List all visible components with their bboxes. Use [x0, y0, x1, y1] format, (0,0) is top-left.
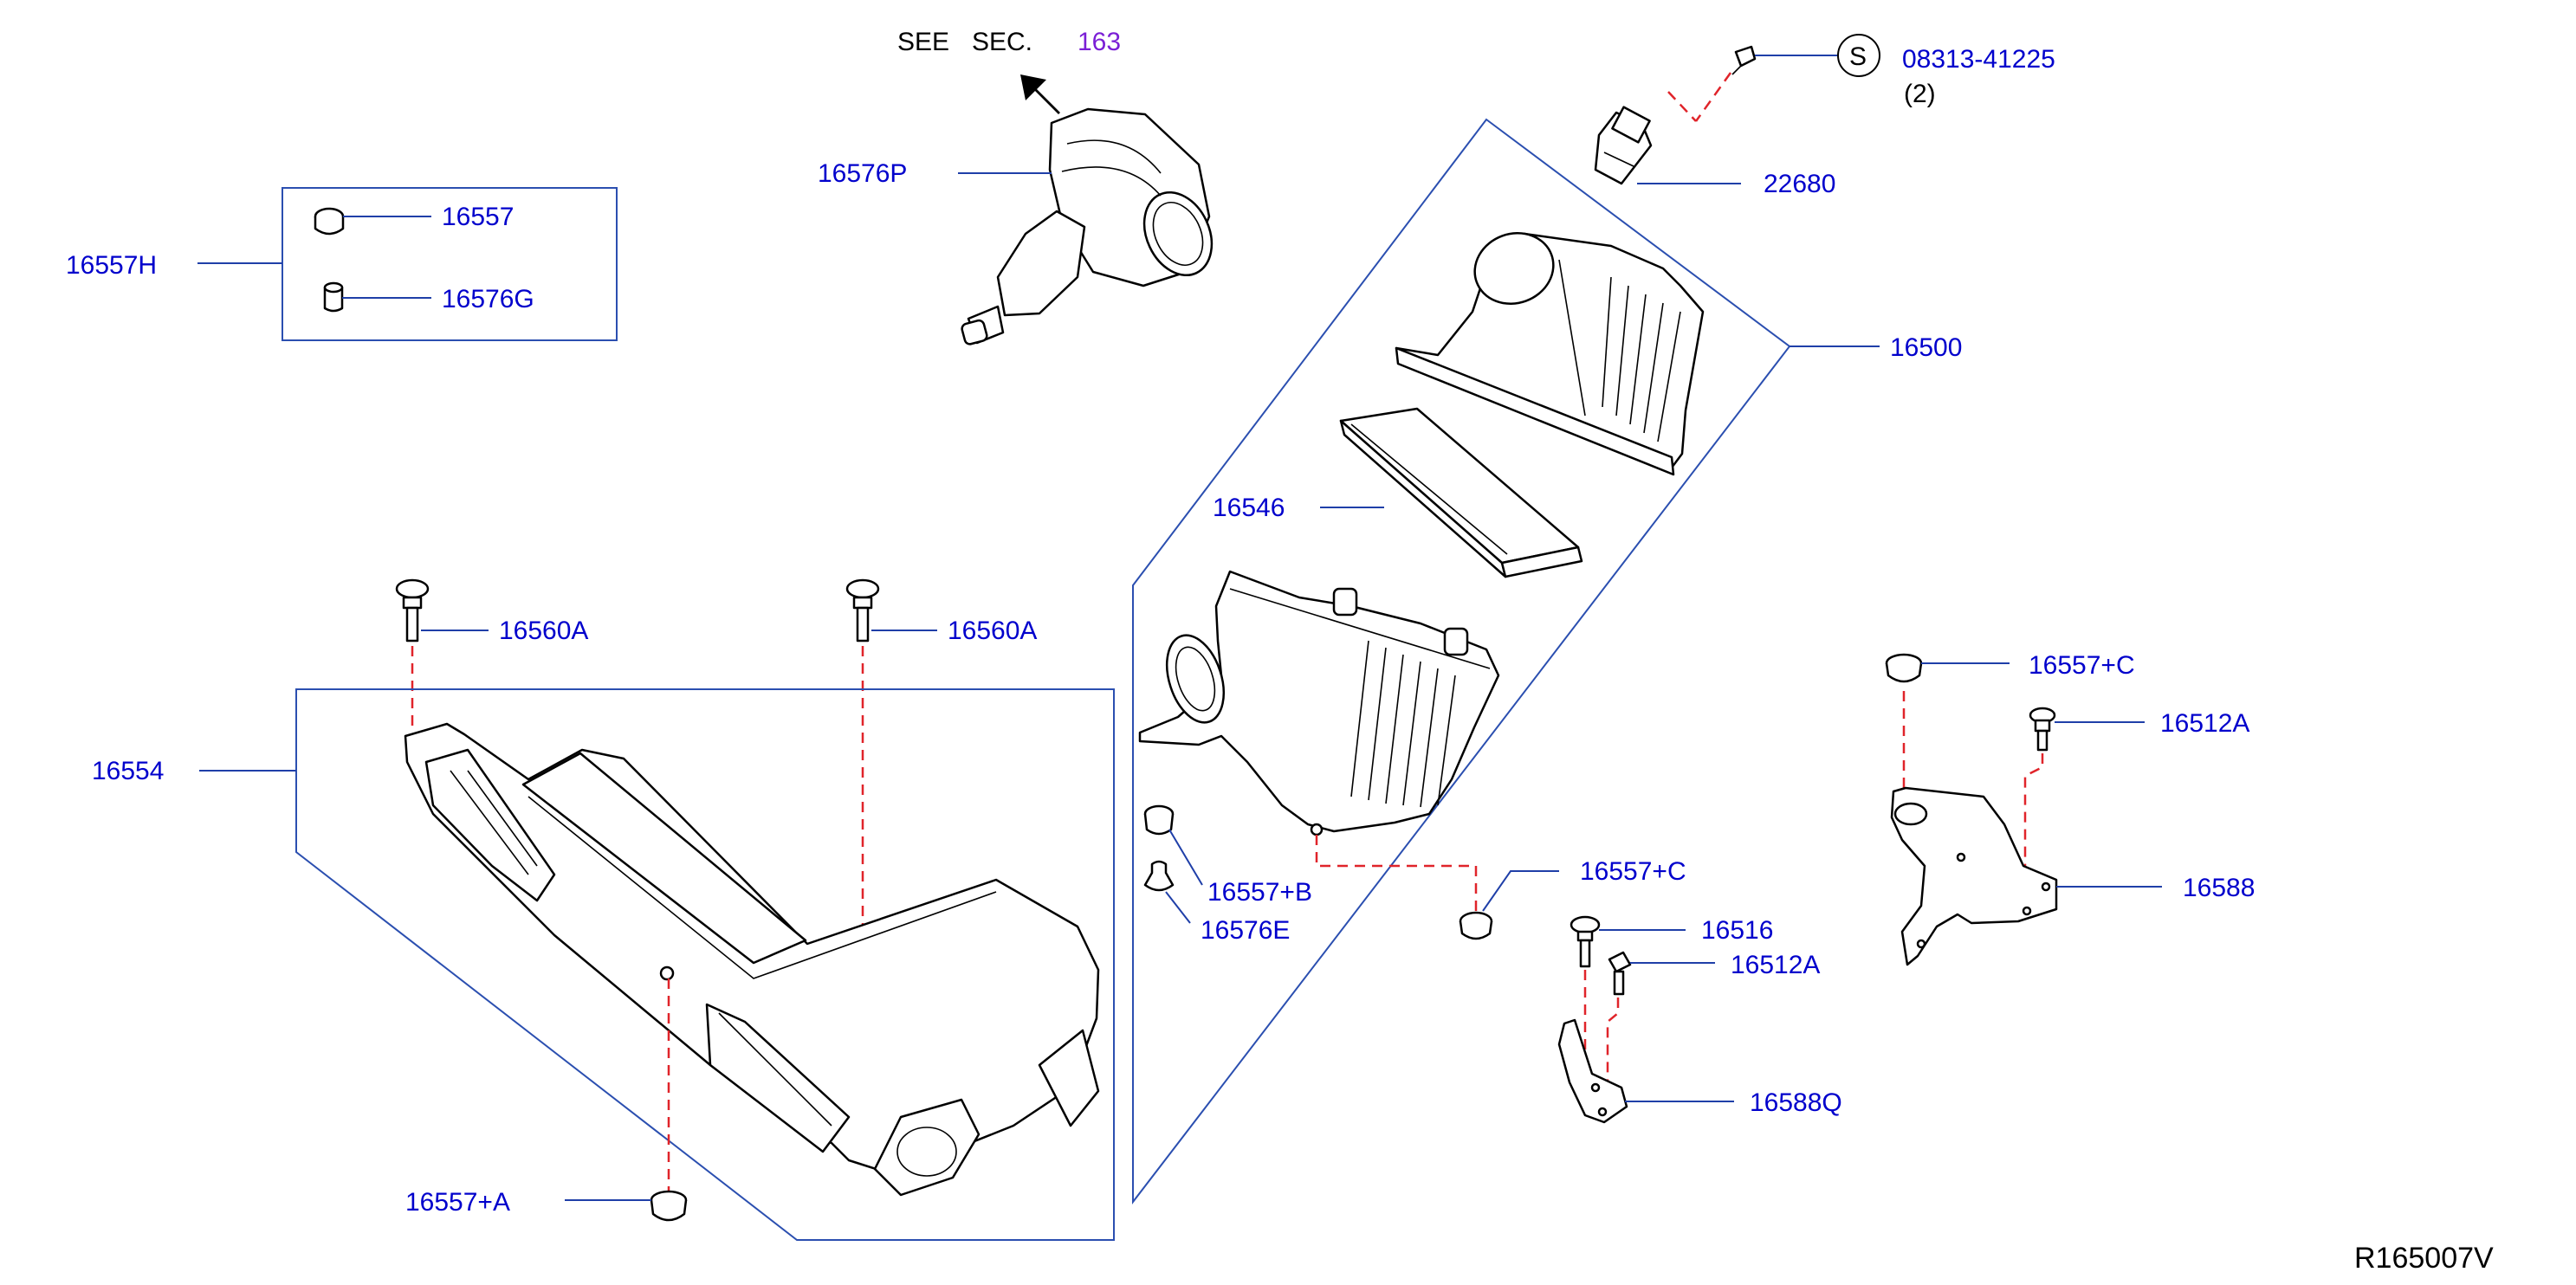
grommet-16557B-icon [1143, 804, 1175, 836]
direction-arrow-icon [1020, 74, 1060, 114]
intake-duct-16576P-icon [961, 107, 1214, 345]
callout-08313-41225[interactable]: 08313-41225 [1902, 45, 2055, 74]
sec-label: SEC. [972, 28, 1032, 56]
callout-16557H[interactable]: 16557H [66, 251, 157, 280]
callout-16560A-right[interactable]: 16560A [948, 617, 1037, 645]
assembly-frame-16554 [295, 688, 1115, 1241]
callout-16557C-right[interactable]: 16557+C [2029, 651, 2135, 680]
quantity-08313: (2) [1904, 80, 1936, 108]
bracket-16588-icon [1890, 786, 2058, 966]
bolt-16512A-right-icon [2029, 707, 2056, 752]
callout-16557C-mid[interactable]: 16557+C [1580, 857, 1686, 886]
callout-16512A-right[interactable]: 16512A [2160, 709, 2249, 738]
grommet-16557C-mid-icon [1459, 911, 1493, 940]
callout-16500[interactable]: 16500 [1890, 333, 1962, 362]
callout-16588[interactable]: 16588 [2183, 874, 2255, 902]
grommet-16557C-right-icon [1885, 653, 1923, 683]
callout-16516[interactable]: 16516 [1701, 916, 1773, 945]
screw-symbol-circle [1837, 34, 1880, 77]
callout-16557A[interactable]: 16557+A [405, 1188, 510, 1217]
callout-16546[interactable]: 16546 [1213, 494, 1285, 522]
callout-16576G[interactable]: 16576G [442, 285, 534, 313]
bolt-16516-icon [1570, 915, 1601, 968]
callout-16560A-left[interactable]: 16560A [499, 617, 588, 645]
see-label: SEE [897, 28, 949, 56]
callout-16512A-mid[interactable]: 16512A [1731, 951, 1820, 979]
air-cleaner-upper-cover-icon [1395, 232, 1705, 476]
pin-16576G-icon [323, 281, 344, 313]
filter-element-16546-icon [1339, 407, 1583, 578]
callout-16576E[interactable]: 16576E [1201, 916, 1290, 945]
callout-16576P[interactable]: 16576P [818, 159, 907, 188]
screw-symbol: S [1849, 42, 1867, 71]
bolt-16512A-mid-icon [1608, 951, 1632, 996]
air-cleaner-lower-case-icon [1138, 570, 1500, 836]
callout-22680[interactable]: 22680 [1764, 170, 1835, 198]
screw-08313-icon [1731, 45, 1757, 75]
callout-16557B[interactable]: 16557+B [1207, 878, 1312, 907]
bolt-16560A-left-icon [395, 578, 430, 642]
section-link-163[interactable]: 163 [1078, 28, 1121, 56]
bracket-16588Q-icon [1557, 1018, 1628, 1124]
grommet-16557A-icon [650, 1190, 688, 1222]
callout-16554[interactable]: 16554 [92, 757, 164, 785]
callout-16557[interactable]: 16557 [442, 203, 514, 231]
resonator-16554-icon [404, 722, 1100, 1197]
assembly-frame-16500 [1132, 118, 1791, 1204]
pin-16576E-icon [1143, 860, 1175, 892]
airflow-sensor-22680-icon [1594, 106, 1653, 185]
grommet-16557-icon [314, 207, 345, 236]
callout-16588Q[interactable]: 16588Q [1750, 1088, 1842, 1117]
diagram-reference-code: R165007V [2354, 1242, 2494, 1275]
bolt-16560A-right-icon [845, 578, 880, 642]
